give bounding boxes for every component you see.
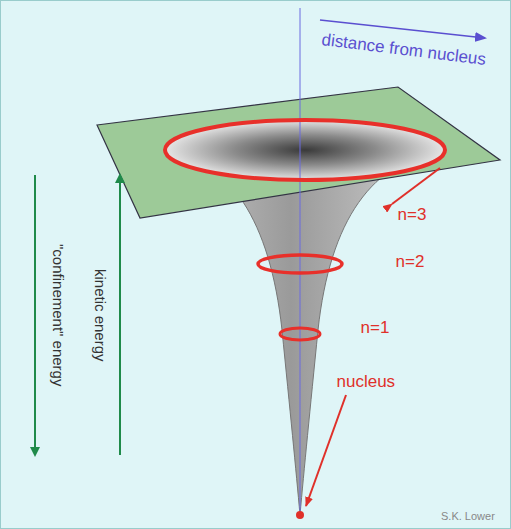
watermark: S.K. Lower: [441, 510, 495, 522]
energy-label: kinetic energy: [91, 268, 108, 361]
orbit-label: n=3: [398, 206, 427, 225]
orbit-label: n=1: [361, 319, 390, 338]
nucleus-label: nucleus: [337, 373, 396, 392]
energy-label: "confinement" energy: [50, 244, 67, 386]
orbit-label: n=2: [396, 253, 425, 272]
axis-label: distance from nucleus: [320, 30, 486, 69]
